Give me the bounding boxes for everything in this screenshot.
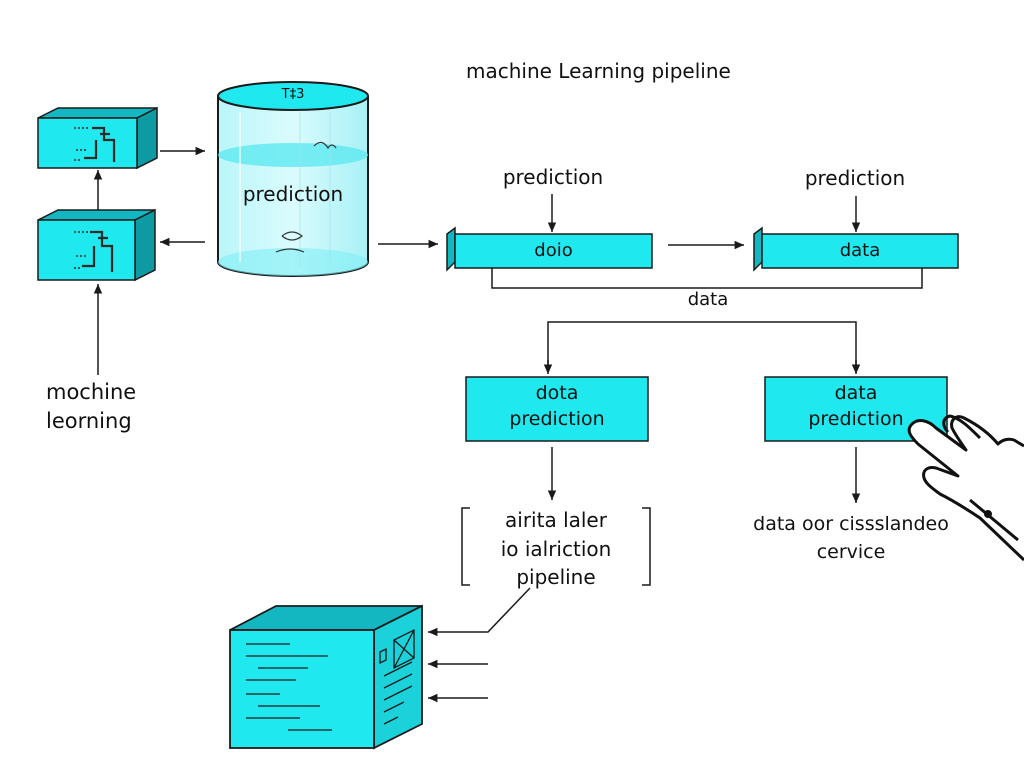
process-right-line2: prediction — [808, 408, 904, 430]
process-left-line1: dota — [535, 382, 579, 404]
data-bracket-label: data — [687, 289, 729, 310]
hand-pointer-icon — [907, 414, 1024, 562]
note-bracket-right — [642, 507, 651, 586]
database-label: prediction — [242, 182, 344, 206]
service-note-line2: cervice — [816, 541, 886, 563]
server-icon — [229, 604, 423, 750]
data-bar-left-label: doio — [534, 240, 573, 261]
process-right-line1: data — [834, 382, 878, 404]
split-connector — [547, 321, 857, 372]
data-bar-right-label: data — [839, 240, 881, 261]
data-bar — [753, 226, 959, 272]
prediction-label-left: prediction — [502, 165, 604, 189]
chip-icon — [37, 106, 158, 170]
bracket-note-line3: pipeline — [516, 565, 596, 589]
database-icon — [217, 81, 369, 277]
database-cap-label: T‡3 — [281, 87, 305, 102]
service-note-line1: data oor cissslandeo — [753, 513, 949, 535]
left-label-line2: leorning — [46, 409, 132, 433]
diagram-title: machine Learning pipeline — [466, 59, 731, 83]
arrow-left — [428, 587, 531, 637]
prediction-label-right: prediction — [804, 166, 906, 190]
note-bracket-left — [461, 507, 470, 586]
bracket-note-line2: io ialriction — [500, 537, 612, 561]
data-bar — [446, 226, 653, 272]
data-bracket — [491, 268, 923, 289]
process-left-line2: prediction — [509, 408, 605, 430]
chip-icon — [37, 208, 156, 282]
process-box-left — [465, 376, 649, 442]
bracket-note-line1: airita laler — [505, 508, 607, 532]
left-label-line1: mochine — [46, 380, 137, 404]
